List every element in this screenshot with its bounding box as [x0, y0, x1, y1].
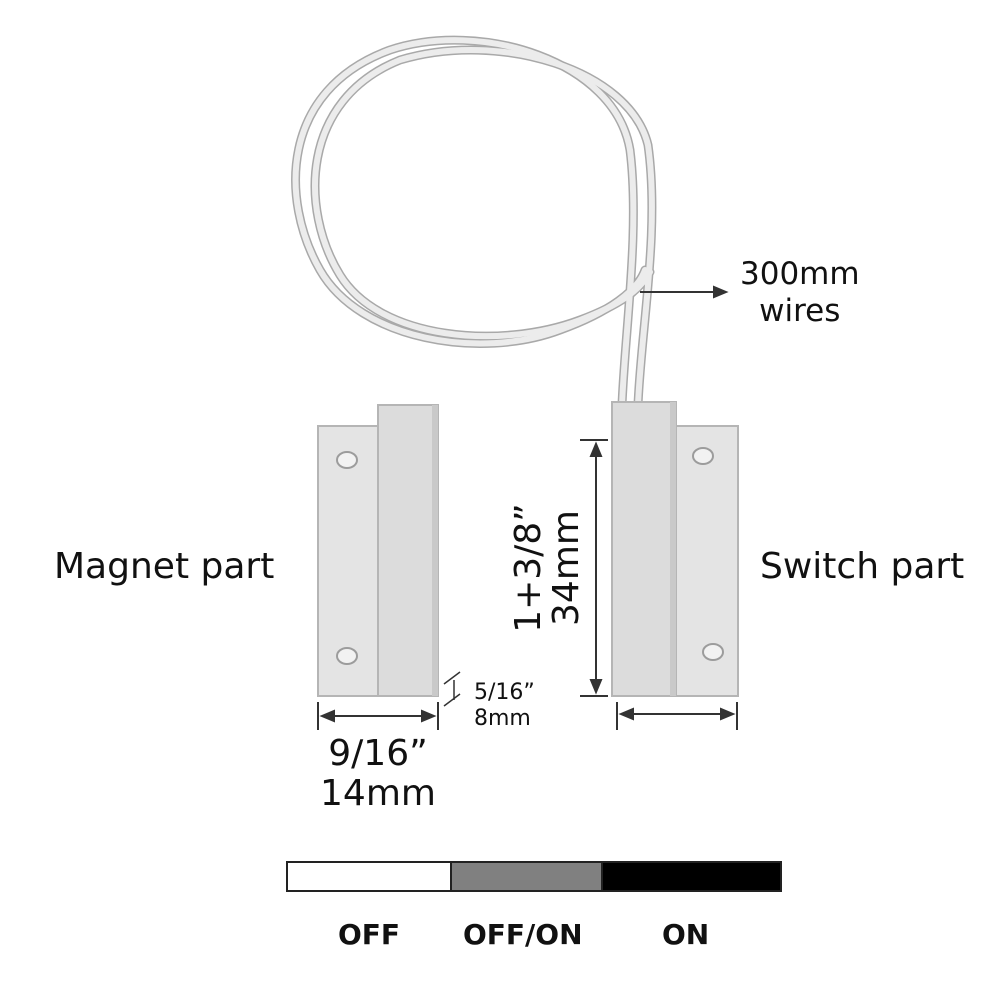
- state-legend-bar: [286, 861, 782, 892]
- width-inches: 9/16”: [328, 733, 428, 774]
- legend-label-on: ON: [662, 918, 710, 951]
- magnet-width-dimension: [317, 702, 439, 730]
- legend-label-off: OFF: [338, 918, 401, 951]
- height-inches: 1+3/8”: [508, 503, 550, 633]
- wire-word: wires: [759, 293, 841, 330]
- wire-length-value: 300mm: [740, 256, 860, 292]
- depth-label: 5/16” 8mm: [474, 680, 535, 733]
- legend-swatch-on: [601, 861, 782, 892]
- legend-swatch-off-on: [450, 861, 603, 892]
- wire-length-label: 300mm wires: [740, 256, 860, 330]
- width-mm: 14mm: [320, 772, 436, 814]
- switch-part: [611, 401, 739, 697]
- height-label: 1+3/8” 34mm: [508, 503, 587, 633]
- magnet-width-label: 9/16” 14mm: [318, 734, 438, 813]
- magnet-part-label: Magnet part: [54, 546, 275, 587]
- depth-inches: 5/16”: [474, 680, 535, 705]
- wire-bundle: [291, 35, 657, 410]
- legend-label-off-on: OFF/ON: [463, 918, 583, 951]
- switch-part-label: Switch part: [760, 546, 965, 587]
- switch-width-dimension: [616, 702, 738, 730]
- magnet-part: [317, 404, 439, 697]
- height-mm: 34mm: [546, 510, 587, 626]
- legend-swatch-off: [286, 861, 452, 892]
- wire-length-arrow: [640, 285, 729, 299]
- depth-mm: 8mm: [474, 706, 531, 732]
- height-dimension: [580, 439, 608, 697]
- depth-dimension: [443, 671, 461, 707]
